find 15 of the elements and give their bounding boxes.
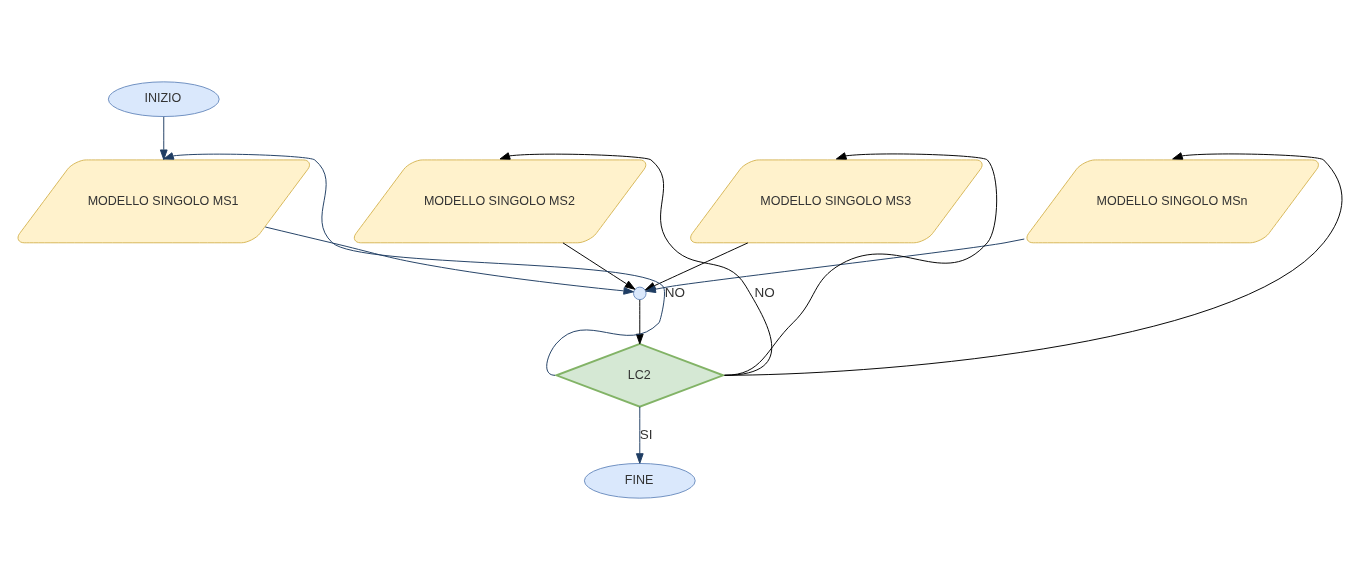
arrow bbox=[724, 152, 998, 376]
arrow bbox=[635, 406, 644, 464]
edge-label: SI bbox=[639, 426, 653, 442]
node-circle bbox=[633, 286, 647, 301]
node-ellipse: FINE bbox=[583, 462, 696, 499]
arrow bbox=[635, 299, 644, 345]
arrow bbox=[562, 242, 636, 290]
edge-label: NO bbox=[754, 284, 775, 300]
node-diamond: LC2 bbox=[553, 342, 726, 408]
arrow bbox=[724, 152, 1343, 376]
edge-label: NO bbox=[664, 284, 686, 300]
node-ellipse: INIZIO bbox=[107, 81, 220, 118]
arrow bbox=[264, 226, 634, 295]
arrow bbox=[499, 152, 773, 376]
arrow bbox=[159, 116, 168, 161]
